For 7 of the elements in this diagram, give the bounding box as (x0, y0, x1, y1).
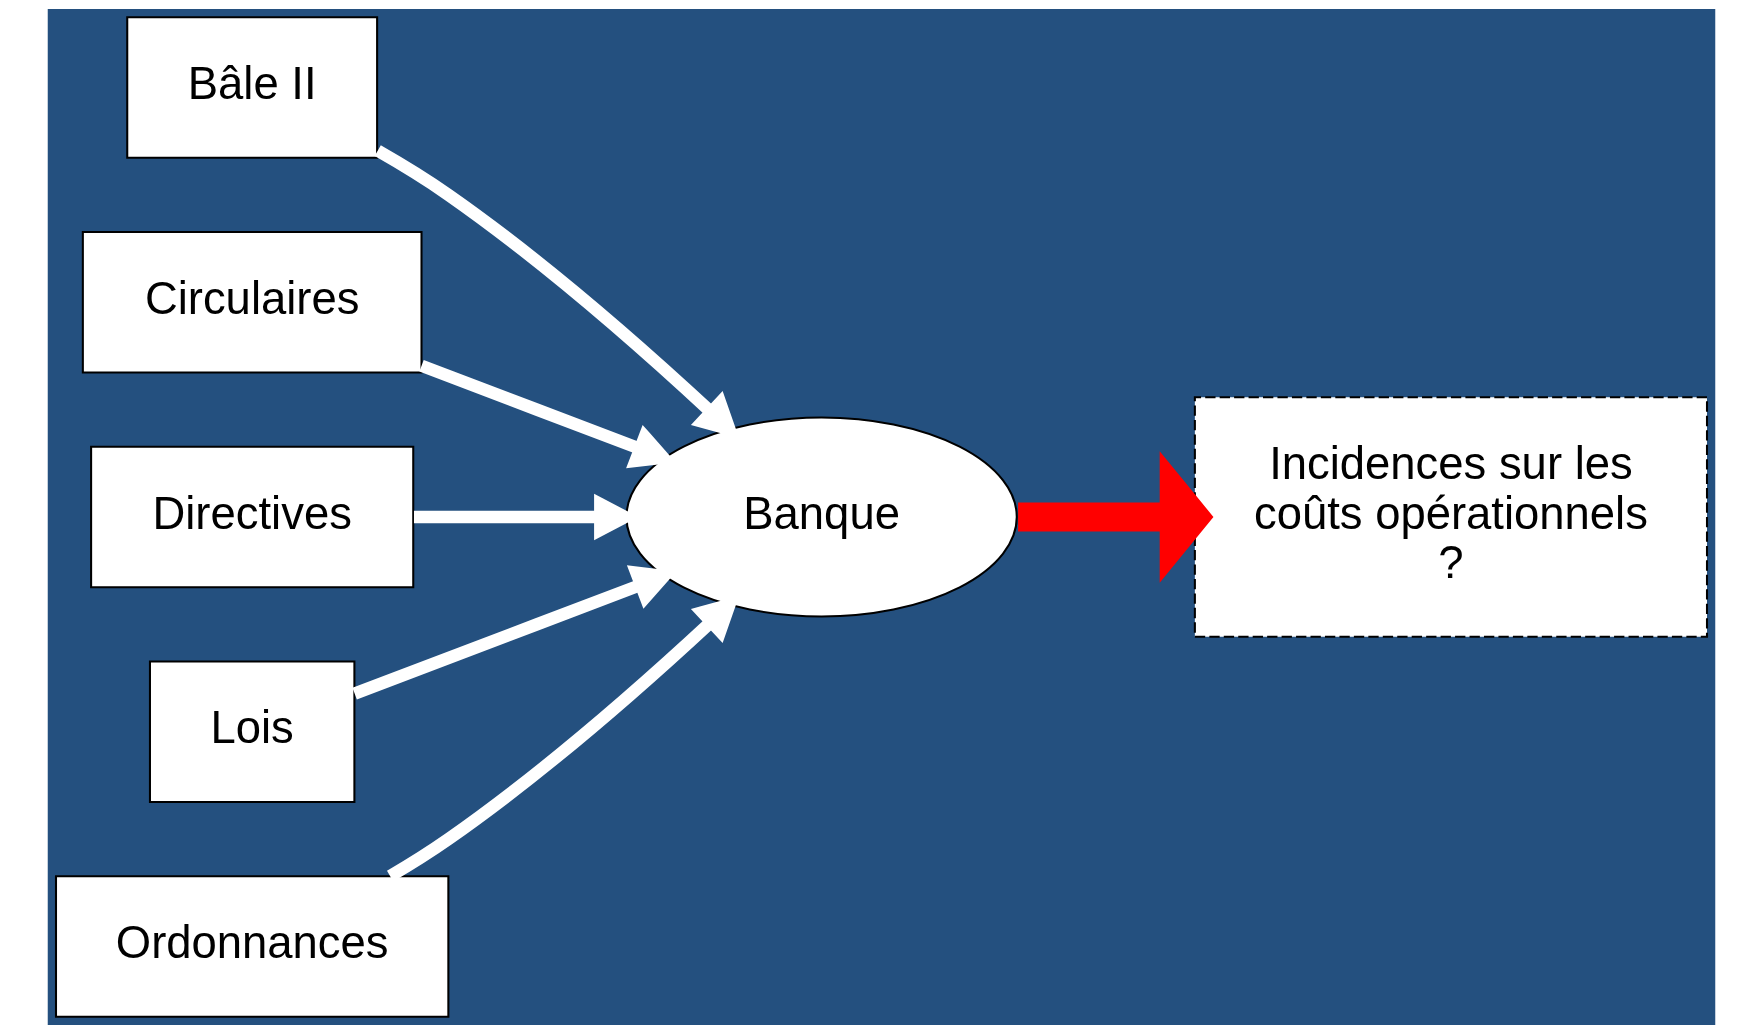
arrow (1017, 450, 1213, 583)
node-box: Ordonnances (54, 874, 449, 1018)
node-box: Lois (148, 660, 355, 803)
node-box: Circulaires (81, 230, 423, 373)
node-box: Incidences sur les coûts opérationnels ? (1193, 395, 1708, 638)
node-box: Bâle II (125, 15, 378, 159)
node-box: Directives (89, 445, 414, 588)
